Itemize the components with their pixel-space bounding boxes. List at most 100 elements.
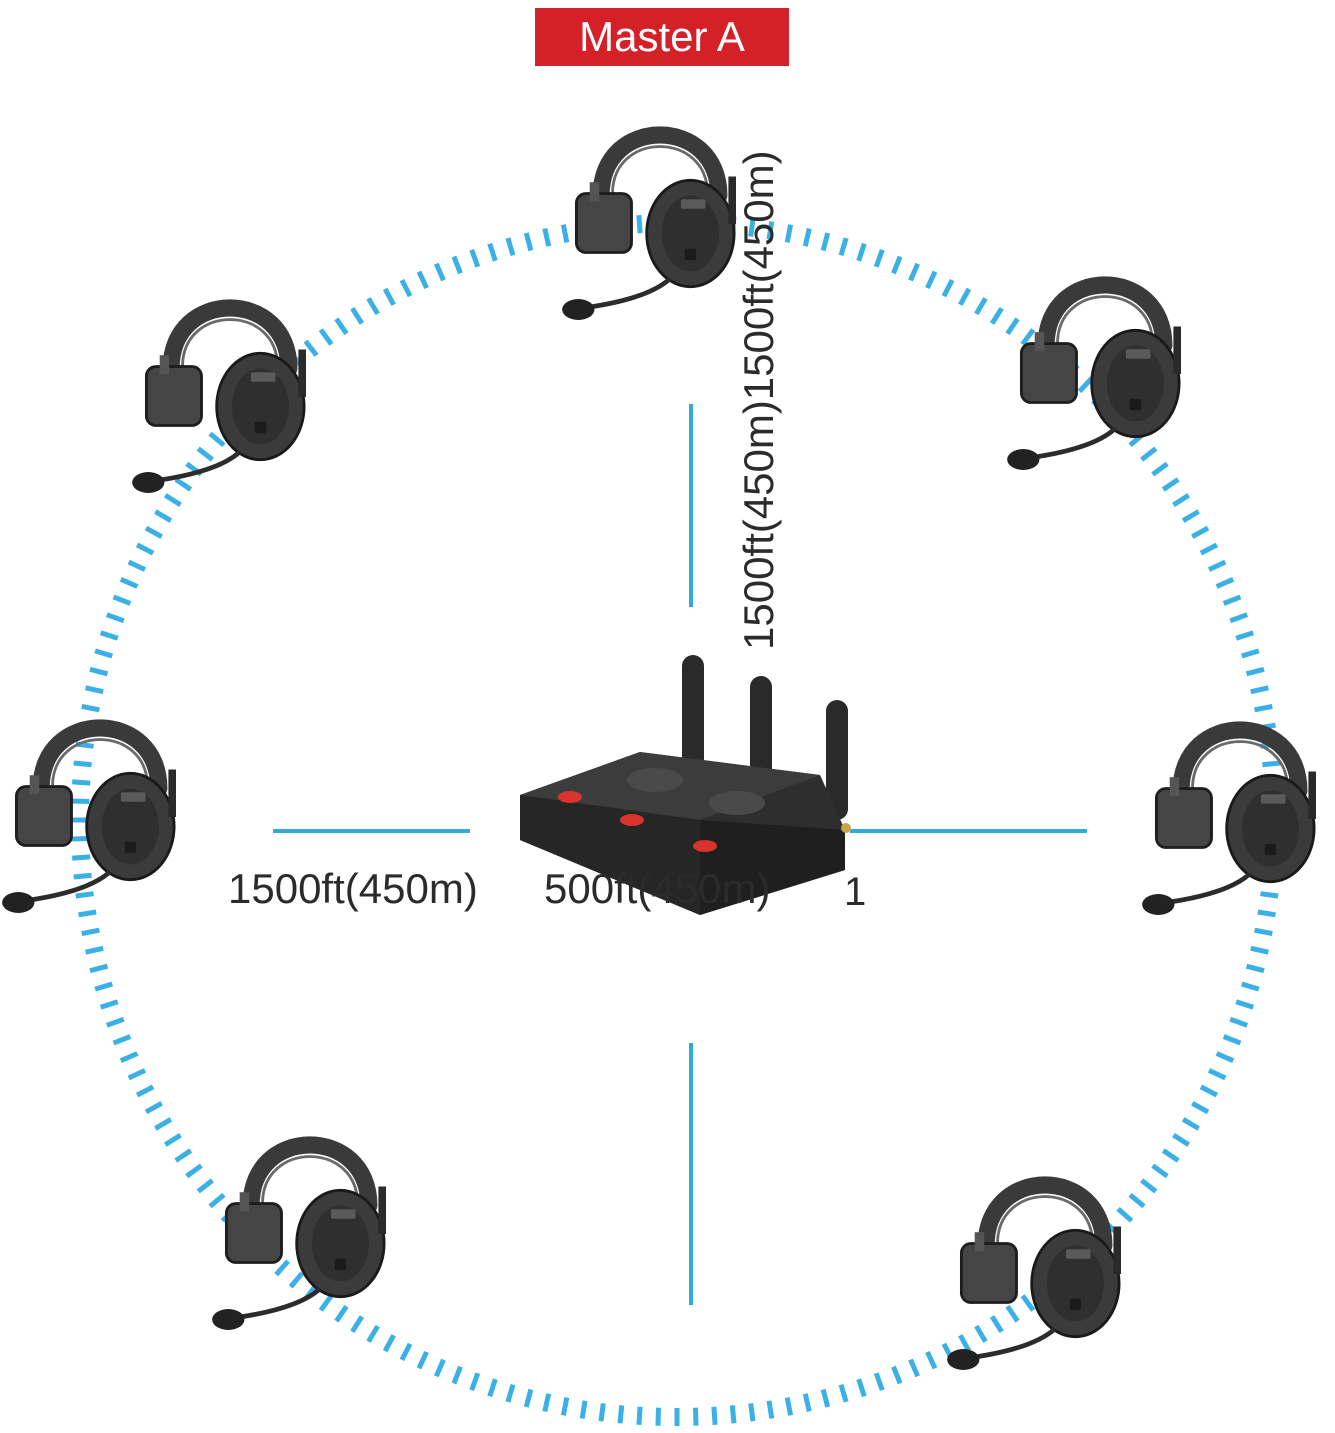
range-ring-tick [729, 1405, 737, 1424]
range-ring-tick [1020, 1294, 1036, 1312]
range-ring-tick [174, 1148, 193, 1163]
range-ring-tick [1229, 612, 1249, 624]
range-ring-tick [487, 1378, 498, 1398]
range-ring-tick [941, 278, 955, 298]
range-ring-tick [1005, 1304, 1020, 1323]
range-ring-tick [1172, 493, 1191, 508]
range-ring-tick [542, 228, 552, 247]
range-ring-tick [185, 1163, 203, 1179]
range-ring-tick [1140, 1178, 1158, 1194]
range-ring-tick [1207, 559, 1227, 572]
range-ring-tick [1240, 981, 1260, 992]
master-badge: Master A [535, 8, 789, 66]
range-ring-tick [71, 798, 90, 804]
range-ring-tick [78, 909, 97, 918]
range-ring-tick [72, 854, 91, 861]
range-ring-tick [989, 1315, 1004, 1334]
range-ring-tick [1172, 1132, 1191, 1147]
range-ring-tick [119, 1051, 139, 1063]
range-ring-tick [925, 1350, 938, 1370]
range-ring-tick [784, 224, 794, 243]
antenna-icon [682, 655, 704, 775]
range-ring-tick [94, 648, 114, 659]
range-axes [273, 404, 1087, 1305]
range-ring-tick [81, 703, 100, 713]
range-ring-tick [505, 237, 516, 257]
range-ring-tick [1151, 1163, 1169, 1179]
range-ring-tick [196, 1178, 214, 1194]
range-ring-tick [196, 446, 214, 462]
range-ring-tick [318, 328, 334, 346]
range-ring-tick [802, 228, 812, 247]
range-ring-tick [891, 255, 903, 275]
range-ring-tick [1191, 1101, 1210, 1115]
headset-icon [132, 308, 306, 493]
range-ring-tick [163, 493, 182, 508]
range-ring-tick [399, 1342, 413, 1362]
range-ring-tick [1116, 1207, 1134, 1223]
range-ring-tick [72, 779, 91, 786]
range-ring-tick [1229, 1016, 1249, 1028]
range-ring-tick [399, 278, 413, 298]
range-ring-tick [112, 1034, 132, 1046]
range-ring-tick [451, 1365, 463, 1385]
range-ring-tick [350, 1315, 365, 1334]
range-ring-tick [1181, 509, 1200, 523]
range-ring-tick [655, 1407, 661, 1426]
range-ring-tick [127, 559, 147, 572]
range-ring-tick [873, 1372, 885, 1392]
range-ring-tick [989, 306, 1004, 325]
range-ring-tick [318, 1294, 334, 1312]
antenna-icon [750, 676, 772, 791]
range-ring-tick [1161, 1148, 1180, 1163]
range-ring-tick [85, 945, 104, 955]
range-ring-tick [1222, 1034, 1242, 1046]
range-ring-tick [711, 1406, 718, 1425]
range-ring-tick [1254, 927, 1273, 937]
range-ring-tick [1250, 945, 1269, 955]
range-ring-tick [766, 1400, 775, 1419]
range-ring-tick [105, 612, 125, 624]
range-ring-tick [748, 218, 756, 237]
range-ring-tick [1199, 542, 1219, 556]
range-ring-tick [891, 1365, 903, 1385]
range-ring-tick [820, 232, 831, 252]
range-ring-tick [85, 685, 104, 695]
range-ring-tick [81, 927, 100, 937]
range-ring-tick [469, 248, 481, 268]
range-ring-tick [366, 297, 380, 316]
range-ring-tick [434, 262, 446, 282]
range-ring-tick [135, 1084, 155, 1098]
range-ring-tick [303, 339, 319, 357]
range-ring-tick [1191, 525, 1210, 539]
range-label-left: 1500ft(450m) [228, 865, 478, 912]
range-ring-tick [288, 1271, 305, 1289]
range-ring-tick [416, 270, 429, 290]
range-ring-tick [856, 242, 867, 262]
range-ring-tick [1077, 376, 1094, 394]
range-ring-tick [487, 242, 498, 262]
range-ring-tick [350, 306, 365, 325]
range-ring-tick [974, 297, 988, 316]
range-ring-tick [73, 872, 92, 880]
base-button [558, 791, 582, 803]
range-ring-tick [382, 287, 396, 306]
range-ring-tick [820, 1388, 831, 1408]
range-ring-tick [523, 232, 534, 252]
headset-icon [212, 1145, 386, 1330]
range-ring-tick [208, 431, 226, 448]
range-ring-tick [958, 1334, 972, 1353]
headset-icon [947, 1185, 1121, 1370]
range-ring-tick [802, 1393, 812, 1412]
range-ring-tick [119, 577, 139, 589]
headset-icon [2, 728, 176, 913]
headset-group [2, 135, 1316, 1370]
range-ring-tick [636, 215, 643, 234]
range-ring-tick [1161, 477, 1180, 492]
range-ring-tick [838, 237, 849, 257]
range-ring-tick [958, 287, 972, 306]
headset-icon [1007, 285, 1181, 470]
range-ring-tick [748, 1403, 756, 1422]
base-button [693, 840, 717, 852]
